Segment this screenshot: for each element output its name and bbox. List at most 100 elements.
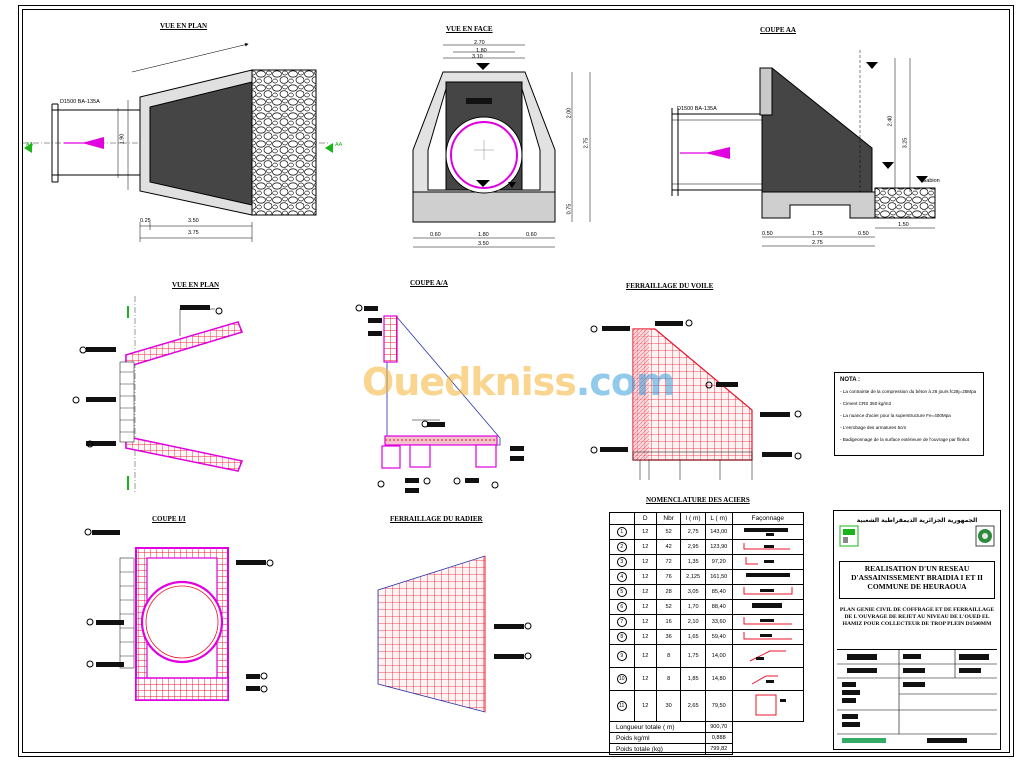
notes-box: NOTA : - La contrainte de la compression… bbox=[834, 372, 984, 456]
count-cell: 28 bbox=[655, 584, 682, 600]
title-vue-en-face: VUE EN FACE bbox=[446, 25, 493, 33]
dim-025: 0.25 bbox=[140, 218, 151, 224]
shape-cell bbox=[731, 629, 805, 645]
coupe-aa-drawing bbox=[671, 50, 936, 247]
unit-length-cell: 2,75 bbox=[680, 524, 706, 540]
row-number-badge: 2 bbox=[616, 542, 627, 552]
note-line: - L'enrobage des armatures 5cm bbox=[840, 425, 907, 430]
diameter-cell: 12 bbox=[633, 599, 657, 615]
note-line: - Badigeonnage de la surface extérieure … bbox=[840, 437, 970, 442]
diameter-cell: 12 bbox=[633, 614, 657, 630]
total-value: 900,70 bbox=[704, 721, 733, 733]
vue-en-plan-drawing bbox=[22, 42, 333, 242]
total-length-cell: 161,50 bbox=[704, 569, 733, 585]
title-coupe-aa: COUPE AA bbox=[760, 26, 796, 34]
sheet-border-outer bbox=[18, 5, 1014, 757]
coupe-a-a-drawing bbox=[355, 304, 524, 493]
total-length-cell: 14,80 bbox=[704, 667, 733, 691]
title-coupe-a-a: COUPE A/A bbox=[410, 279, 448, 287]
row-number-badge: 3 bbox=[616, 557, 627, 567]
total-length-cell: 97,20 bbox=[704, 554, 733, 570]
notes-title: NOTA : bbox=[840, 377, 860, 383]
dim-060-left: 0.60 bbox=[430, 232, 441, 238]
row-number: 2 bbox=[609, 539, 635, 555]
total-length-cell: 143,00 bbox=[704, 524, 733, 540]
dim-240-vertical: 2.40 bbox=[887, 115, 894, 127]
table-header bbox=[609, 512, 635, 525]
emblem-right-icon bbox=[975, 525, 995, 547]
row-number-badge: 5 bbox=[616, 587, 627, 597]
diameter-cell: 12 bbox=[633, 584, 657, 600]
count-cell: 36 bbox=[655, 629, 682, 645]
row-number-badge: 11 bbox=[616, 701, 627, 711]
note-line: - La nuance d'acier pour la superstructu… bbox=[840, 413, 951, 418]
total-length-cell: 79,50 bbox=[704, 690, 733, 722]
count-cell: 16 bbox=[655, 614, 682, 630]
dim-060-right: 0.60 bbox=[526, 232, 537, 238]
row-number-badge: 1 bbox=[616, 527, 627, 537]
shape-cell bbox=[731, 539, 805, 555]
diameter-cell: 12 bbox=[633, 629, 657, 645]
row-number-badge: 9 bbox=[616, 651, 627, 661]
diameter-cell: 12 bbox=[633, 524, 657, 540]
row-number: 5 bbox=[609, 584, 635, 600]
diameter-cell: 12 bbox=[633, 690, 657, 722]
diameter-cell: 12 bbox=[633, 569, 657, 585]
total-label: Poids totale (kg) bbox=[609, 743, 706, 755]
shape-cell bbox=[731, 599, 805, 615]
count-cell: 72 bbox=[655, 554, 682, 570]
row-number: 6 bbox=[609, 599, 635, 615]
vue-en-plan-ferraillage-drawing bbox=[72, 296, 244, 492]
title-block: الجمهورية الجزائرية الديمقراطية الشعبية … bbox=[833, 510, 1001, 750]
table-header: L ( m) bbox=[704, 512, 733, 525]
title-block-grid bbox=[837, 649, 997, 748]
total-length-cell: 85,40 bbox=[704, 584, 733, 600]
row-number: 1 bbox=[609, 524, 635, 540]
sheet-border-inner bbox=[22, 9, 1010, 753]
table-header: l ( m) bbox=[680, 512, 706, 525]
coupe-i-i-drawing bbox=[84, 528, 274, 701]
pipe-label-plan: D1500 BA-135A bbox=[60, 99, 100, 105]
unit-length-cell: 1,85 bbox=[680, 667, 706, 691]
title-block-lines bbox=[837, 650, 997, 735]
dim-075-vertical: 0.75 bbox=[566, 203, 573, 215]
arabic-header: الجمهورية الجزائرية الديمقراطية الشعبية bbox=[856, 517, 978, 524]
ferraillage-voile-drawing bbox=[590, 319, 802, 480]
count-cell: 52 bbox=[655, 524, 682, 540]
total-length-cell: 88,40 bbox=[704, 599, 733, 615]
row-number-badge: 7 bbox=[616, 617, 627, 627]
count-cell: 30 bbox=[655, 690, 682, 722]
section-marker-right: AA bbox=[335, 142, 343, 148]
total-value: 0,888 bbox=[704, 732, 733, 744]
shape-cell bbox=[731, 554, 805, 570]
count-cell: 8 bbox=[655, 667, 682, 691]
dim-350-bottom: 3.50 bbox=[478, 241, 489, 247]
total-row: Longueur totale ( m) 900,70 bbox=[609, 721, 804, 733]
dim-270: 2.70 bbox=[474, 40, 485, 46]
unit-length-cell: 3,05 bbox=[680, 584, 706, 600]
dim-375: 3.75 bbox=[188, 230, 199, 236]
unit-length-cell: 2,95 bbox=[680, 539, 706, 555]
section-marker-left: AA bbox=[26, 142, 34, 148]
total-length-cell: 14,00 bbox=[704, 644, 733, 668]
total-row: Poids totale (kg) 799,82 bbox=[609, 743, 804, 755]
dim-190-vertical: 1.90 bbox=[119, 133, 126, 145]
row-number: 10 bbox=[609, 667, 635, 691]
table-header: Nbr bbox=[655, 512, 682, 525]
unit-length-cell: 1,75 bbox=[680, 644, 706, 668]
total-length-cell: 59,40 bbox=[704, 629, 733, 645]
total-label: Longueur totale ( m) bbox=[609, 721, 706, 733]
ferraillage-radier-drawing bbox=[377, 555, 532, 713]
dim-180-bottom: 1.80 bbox=[478, 232, 489, 238]
row-number: 3 bbox=[609, 554, 635, 570]
diameter-cell: 12 bbox=[633, 667, 657, 691]
